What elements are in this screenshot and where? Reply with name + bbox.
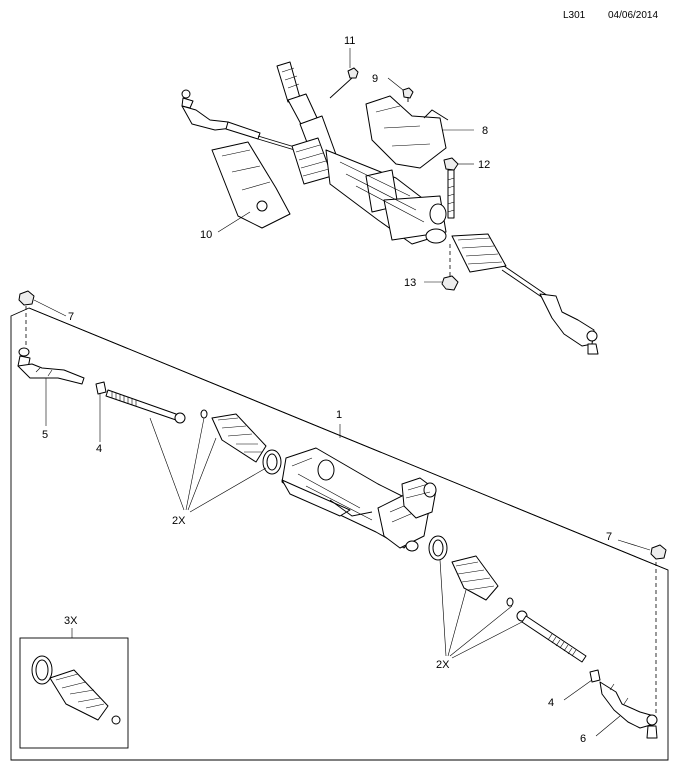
callout-9: 9 — [372, 73, 378, 85]
callout-10: 10 — [200, 229, 212, 241]
right-small-clamp — [506, 597, 514, 607]
inset-boot-kit — [19, 637, 129, 749]
diagram-code: L301 — [563, 10, 586, 21]
right-jam-nut — [589, 669, 601, 683]
callout-5: 5 — [42, 429, 48, 441]
top-rack-housing — [325, 149, 447, 245]
right-tie-rod-end — [599, 544, 667, 739]
callout-7-right: 7 — [606, 531, 612, 543]
pinion-valve-housing — [401, 477, 437, 552]
leader-lines — [33, 48, 651, 737]
callout-4-right: 4 — [548, 697, 554, 709]
top-left-tie-rod — [181, 89, 299, 152]
diagram-date: 04/06/2014 — [608, 10, 658, 21]
top-bracket-10 — [211, 141, 291, 229]
callout-11: 11 — [344, 35, 355, 47]
callout-13: 13 — [404, 277, 416, 289]
right-large-clamp — [428, 535, 448, 561]
top-assembly-view — [181, 61, 599, 355]
top-left-boot — [291, 137, 333, 185]
left-small-clamp — [200, 409, 208, 419]
callout-1: 1 — [336, 409, 342, 421]
top-bracket-8 — [365, 95, 449, 169]
callout-7-left: 7 — [68, 311, 74, 323]
left-inner-tie-rod — [105, 389, 186, 424]
right-inner-tie-rod — [516, 610, 587, 663]
left-large-clamp — [262, 449, 282, 475]
top-bolt-9 — [402, 87, 414, 102]
callout-6: 6 — [580, 733, 586, 745]
top-nut-13 — [441, 244, 459, 291]
top-right-tie-rod — [501, 265, 599, 355]
callout-2x-right: 2X — [436, 659, 450, 671]
top-right-boot — [451, 233, 507, 273]
right-boot — [451, 555, 499, 601]
callout-12: 12 — [478, 159, 490, 171]
left-boot — [211, 413, 267, 463]
left-jam-nut — [95, 381, 107, 395]
left-tie-rod-end — [17, 290, 85, 385]
top-bolt-12 — [443, 157, 459, 219]
top-bolt-11 — [329, 67, 359, 99]
callout-4-left: 4 — [96, 443, 102, 455]
callout-3x: 3X — [64, 615, 78, 627]
callout-2x-left: 2X — [172, 515, 186, 527]
assembly-boundary — [10, 307, 669, 761]
callout-8: 8 — [482, 125, 488, 137]
